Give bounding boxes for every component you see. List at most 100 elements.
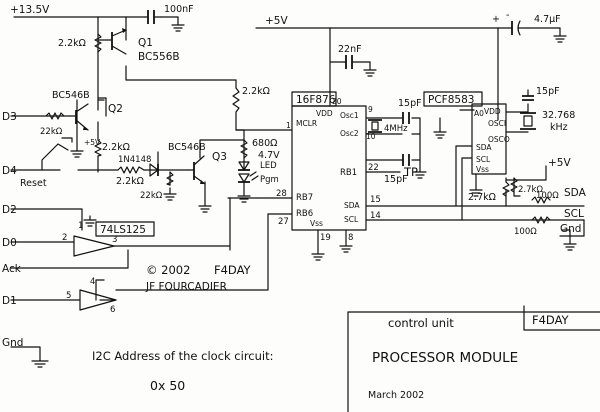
pic-pin1: 1 <box>286 121 291 130</box>
cap-polarity-plus: + <box>492 14 500 25</box>
res-27k-a-label: 2.7kΩ <box>468 192 496 203</box>
pic-osc2: Osc2 <box>340 129 359 138</box>
pic-scl: SCL <box>344 215 359 224</box>
buffer-name: 74LS125 <box>100 224 146 236</box>
led-label: LED <box>260 161 277 171</box>
buffer-pin3: 3 <box>112 235 117 245</box>
cap-polarity-minus: - <box>506 10 509 21</box>
crystal-32khz-icon <box>520 112 536 130</box>
ground-icon <box>198 199 212 213</box>
transistor-q3-icon <box>187 155 206 185</box>
buffer-pin4: 4 <box>90 277 95 287</box>
note-line1: I2C Address of the clock circuit: <box>92 349 274 363</box>
pic-pin8: 8 <box>348 233 353 243</box>
ground-icon <box>237 189 251 203</box>
ground-icon <box>31 356 49 368</box>
rtc-vss: Vss <box>476 165 489 174</box>
rtc-osco: OSCO <box>488 135 510 144</box>
supply-5v-top: +5V <box>265 15 288 27</box>
res-22k-b-label: 22kΩ <box>140 191 163 201</box>
resistor-22k-q2-icon <box>94 139 102 157</box>
resistor-100-a-icon <box>531 196 551 204</box>
port-d0: D0 <box>2 237 17 249</box>
pic-osc1: Osc1 <box>340 111 359 120</box>
port-d1: D1 <box>2 295 17 307</box>
port-d2: D2 <box>2 204 17 216</box>
ground-icon <box>171 16 185 32</box>
res-680-label: 680Ω <box>252 138 277 149</box>
xtal-rtc-unit: kHz <box>550 122 568 133</box>
credits-callsign: F4DAY <box>214 263 252 277</box>
labels: +13.5V +5V +5V +5V 100nF 4.7µF + - 22nF … <box>2 4 587 401</box>
wires <box>10 16 585 358</box>
supply-5v-right: +5V <box>548 157 571 169</box>
transistor-q2-icon <box>69 103 89 131</box>
note-line2: 0x 50 <box>150 378 185 393</box>
ground-icon <box>83 215 97 227</box>
supply-13v5: +13.5V <box>10 4 50 16</box>
cap-100nf-label: 100nF <box>164 4 194 15</box>
port-ack: Ack <box>2 263 22 275</box>
pic-pin27: 27 <box>278 217 289 227</box>
pic-vss: Vss <box>310 219 323 228</box>
port-gnd: Gnd <box>2 337 23 349</box>
titleblock-date: March 2002 <box>368 390 424 401</box>
capacitor-15pf-rtc-icon <box>522 89 534 101</box>
resistor-27k-b-icon <box>510 177 518 193</box>
port-sda: SDA <box>564 187 587 199</box>
buffer-lower-icon <box>79 285 117 311</box>
ground-symbols <box>31 16 577 368</box>
buffer-pin6: 6 <box>110 305 115 315</box>
zener-icon <box>238 161 250 171</box>
supply-5v-small: +5V <box>84 138 101 147</box>
ground-icon <box>563 235 577 251</box>
transistor-q1-icon <box>111 28 127 55</box>
semis <box>49 112 536 191</box>
rtc-scl: SCL <box>476 155 491 164</box>
pic-mclr: MCLR <box>296 119 317 128</box>
cap-4-7uf-label: 4.7µF <box>534 14 561 25</box>
buffer-upper-icon <box>73 235 115 257</box>
xtal-rtc-label: 32.768 <box>542 110 575 121</box>
pic-pin15: 15 <box>370 195 381 205</box>
ground-icon <box>553 27 567 43</box>
led-pgm-label: Pgm <box>260 175 279 185</box>
pic-rb7: RB7 <box>296 193 313 203</box>
res-q1-label: 2.2kΩ <box>58 38 86 49</box>
q3-label: Q3 <box>212 151 227 163</box>
ground-icon <box>363 61 377 77</box>
capacitors <box>144 10 534 166</box>
res-27k-b-label: 2.7kΩ <box>518 185 543 195</box>
res-22k-d4-label: 2.2kΩ <box>116 176 144 187</box>
res-22k-a-label: 22kΩ <box>40 127 63 137</box>
credits-author: JF FOURCADIER <box>145 281 227 293</box>
pic-sda: SDA <box>344 201 360 210</box>
cap-15pf-c-label: 15pF <box>536 86 560 97</box>
resistor-mclr-icon <box>232 87 240 121</box>
reset-label: Reset <box>20 178 47 189</box>
pic-pin28: 28 <box>276 189 287 199</box>
zener-label: 4.7V <box>258 150 280 161</box>
transistors <box>69 28 206 185</box>
rtc-osci: OSCI <box>488 119 506 128</box>
port-gnd-right: Gnd <box>560 223 581 235</box>
diode-label: 1N4148 <box>118 155 151 165</box>
ground-icon <box>469 185 483 197</box>
buffer-pin1: 1 <box>78 221 83 231</box>
crystal-4mhz-icon <box>368 119 382 133</box>
res-100-a-label: 100Ω <box>536 191 559 201</box>
pic-name: 16F876 <box>296 94 336 106</box>
pcf8583-body <box>471 103 507 175</box>
resistor-22k-b-icon <box>166 171 174 186</box>
capacitor-22nf-icon <box>343 55 357 69</box>
titleblock-callsign: F4DAY <box>532 313 570 327</box>
buffer-pin2: 2 <box>62 233 67 243</box>
pic-pin20: 20 <box>332 97 342 106</box>
pic-rb1: RB1 <box>340 168 357 178</box>
titleblock-title: PROCESSOR MODULE <box>372 350 518 366</box>
resistor-q1-icon <box>94 33 102 53</box>
copyright-label: © 2002 <box>146 263 190 277</box>
rtc-vdd: VDD <box>484 107 501 116</box>
rtc-name: PCF8583 <box>428 94 474 106</box>
